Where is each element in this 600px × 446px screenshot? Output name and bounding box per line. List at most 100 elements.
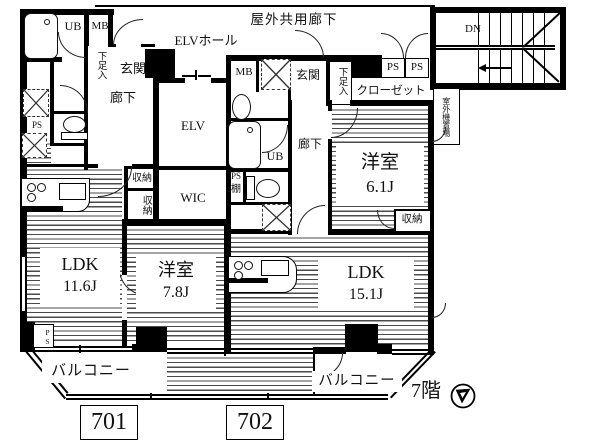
wall (226, 168, 292, 172)
hallway-701-label: 廊下 (109, 89, 136, 105)
stair-step (533, 13, 535, 46)
corridor-label: 屋外共用廊下 (250, 11, 338, 27)
washer-space-702 (261, 59, 291, 90)
wall (132, 344, 137, 352)
bathtub-drain-701 (44, 19, 50, 25)
stove-burner (27, 193, 36, 202)
unit-702-number: 702 (226, 405, 284, 440)
wall (328, 139, 332, 235)
wall (394, 209, 396, 235)
wic-label: WIC (180, 189, 206, 205)
window-line (35, 350, 132, 352)
stair-step (511, 50, 513, 83)
ps-shaft-box (33, 324, 54, 348)
storage-701-b-label: 収納 (140, 195, 152, 215)
wall (20, 344, 35, 352)
window-line (167, 352, 313, 354)
label-patch (40, 248, 120, 306)
wall (108, 44, 116, 47)
door-arc-702-entrance (295, 30, 324, 58)
stove-burner (37, 183, 46, 192)
window-line (167, 348, 313, 350)
window-tick (79, 345, 81, 353)
wall (122, 320, 127, 346)
stair-handrail (436, 48, 555, 50)
stair-step (500, 13, 502, 46)
wall (328, 229, 432, 235)
washer-space-701 (23, 89, 49, 117)
outdoor-unit-label: 室外機置場 (441, 97, 451, 137)
wall (313, 347, 346, 354)
entrance-701-label: 玄関 (119, 60, 146, 76)
wall-block (145, 49, 175, 78)
closet-702-label: クローゼット (356, 84, 426, 97)
wall (153, 78, 159, 226)
stair-arrow-head (478, 64, 486, 72)
door-arc-ldk702 (297, 205, 325, 234)
bedroom-701-name: 洋室 (158, 259, 194, 280)
storage-702-label: 収納 (401, 213, 423, 225)
elv-hall-label: ELVホール (174, 32, 238, 48)
wall (224, 226, 231, 352)
mb-701-label: MB (91, 19, 109, 32)
shelf-702-label: 棚 (231, 184, 241, 196)
stair-handrail (436, 45, 555, 47)
wall (288, 100, 292, 235)
ps-701-upper-label: PS (31, 120, 42, 131)
window-line (35, 346, 132, 348)
ps-box (405, 58, 429, 78)
floor-label: 7階 (411, 379, 441, 402)
wall (20, 164, 90, 167)
toilet-tank-702 (246, 176, 255, 200)
wall (226, 202, 292, 205)
balcony-702-label: バルコニー (312, 371, 402, 392)
wall-pillar (136, 327, 167, 352)
wall (153, 166, 231, 170)
door-arc-ps-left (381, 33, 404, 58)
ub-702-label: UB (266, 148, 284, 163)
storage-701-a-label: 収納 (132, 173, 152, 185)
wall (350, 100, 432, 106)
bathtub-701 (24, 13, 58, 59)
window-line (392, 349, 429, 351)
wall (124, 188, 158, 191)
ub-701-label: UB (64, 18, 82, 33)
wall (124, 166, 128, 221)
door-tick (198, 75, 211, 77)
toilet-tank-701 (61, 132, 88, 140)
wall-block (352, 55, 382, 78)
ldk-702-name: LDK (347, 261, 385, 282)
fridge-space-701 (22, 133, 47, 158)
storage-702-floor (394, 210, 430, 231)
fridge-space-702 (262, 204, 291, 231)
window-tick (224, 349, 226, 356)
stove-burner (244, 261, 253, 270)
wall (226, 229, 292, 234)
elv-door-gap (185, 78, 211, 83)
window-line (392, 353, 429, 355)
wall (108, 9, 113, 47)
bedroom-701-size: 7.8J (162, 284, 190, 302)
wall (84, 13, 89, 46)
balcony-701-label: バルコニー (42, 361, 140, 383)
floor-hatch-balcony (167, 354, 313, 394)
toilet-701 (63, 116, 86, 133)
ps-702-c-label: PS (230, 171, 241, 182)
bedroom-702-name: 洋室 (360, 151, 399, 173)
bathtub-702 (228, 121, 261, 169)
door-arc-side (432, 303, 446, 318)
unit-701-number: 701 (80, 405, 138, 440)
stair-step (533, 50, 535, 83)
shoe-box-701-label: 下足入 (95, 50, 106, 80)
wall-stairs (430, 7, 566, 13)
stove-burner (234, 271, 243, 280)
door-tick (182, 75, 195, 77)
mb-702-label: MB (235, 66, 253, 79)
kitchen-edge-701 (21, 206, 63, 212)
balcony-edge (66, 398, 388, 400)
wall-pillar (345, 324, 378, 352)
wall (377, 344, 392, 354)
wall (20, 57, 62, 62)
label-patch (318, 258, 414, 310)
stove-burner (234, 261, 243, 270)
